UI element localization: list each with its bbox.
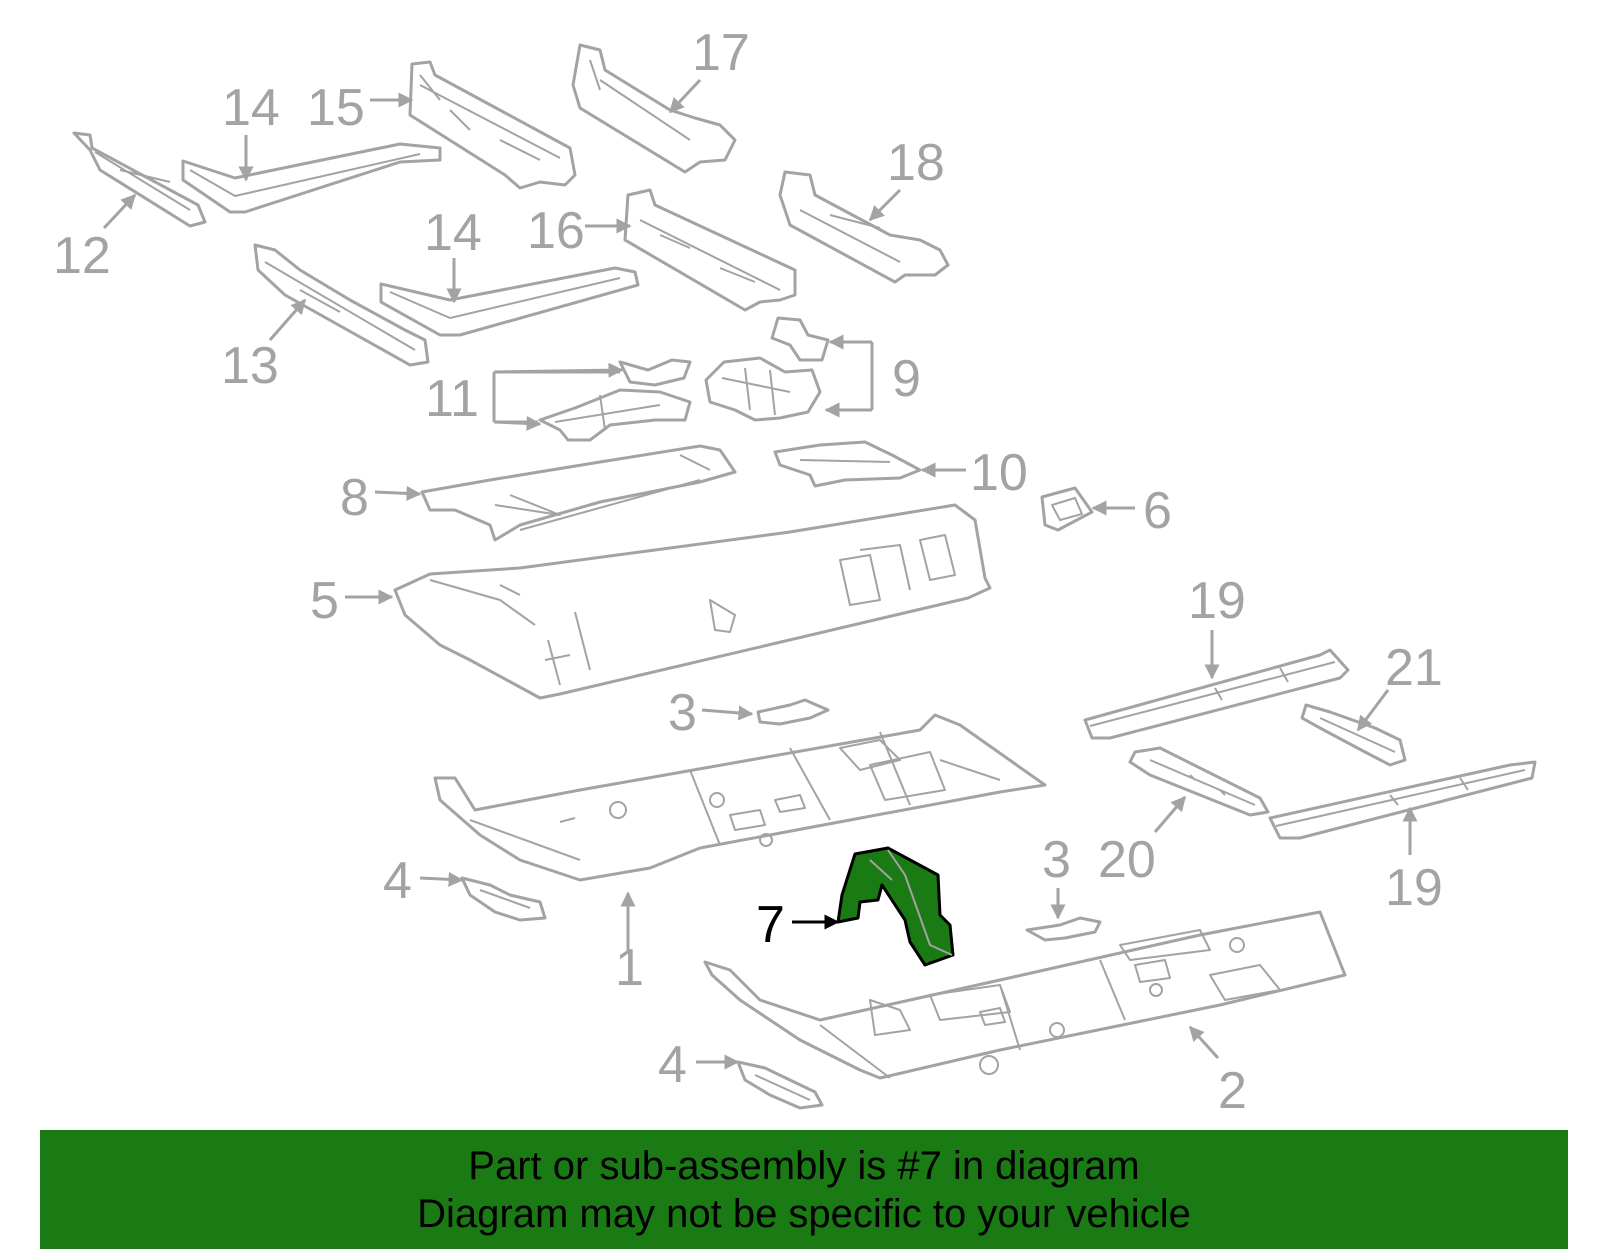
callout-1: 1 [615, 939, 644, 997]
part-18-reinforcement [778, 170, 950, 284]
leader-18 [868, 188, 902, 222]
callout-4b: 4 [658, 1036, 687, 1094]
part-7-highlighted[interactable] [836, 846, 955, 967]
part-9-upper-bracket [770, 316, 830, 362]
callout-16: 16 [527, 202, 585, 260]
part-3-lower-bracket [1025, 916, 1102, 942]
leader-3a [701, 705, 754, 721]
callout-5: 5 [310, 572, 339, 630]
part-15-crossmember [408, 60, 577, 190]
part-11-upper-bracket [618, 358, 692, 387]
leader-2 [1188, 1025, 1220, 1060]
leader-4a [419, 871, 464, 887]
part-16-crossmember [623, 188, 797, 312]
callout-2: 2 [1218, 1062, 1247, 1120]
callout-7: 7 [756, 896, 785, 954]
callout-3b: 3 [1042, 831, 1071, 889]
callout-3a: 3 [668, 684, 697, 742]
part-9-lower-bracket [704, 356, 822, 422]
leader-21 [1356, 689, 1390, 732]
part-12-rail [72, 131, 207, 228]
callout-21: 21 [1385, 639, 1443, 697]
part-8-panel [420, 444, 737, 542]
part-21-bracket [1300, 703, 1407, 767]
banner-line-disclaimer: Diagram may not be specific to your vehi… [417, 1191, 1191, 1236]
callout-6: 6 [1143, 482, 1172, 540]
part-13-rail [253, 243, 430, 367]
part-4-upper-bracket [460, 876, 547, 922]
part-20-rail [1128, 746, 1270, 817]
part-11-lower-bracket [538, 388, 692, 442]
part-14-upper-rail [181, 142, 442, 214]
part-3-upper-bracket [756, 698, 830, 726]
callout-17: 17 [692, 24, 750, 82]
callout-19b: 19 [1385, 859, 1443, 917]
callout-4a: 4 [383, 852, 412, 910]
callout-11: 11 [425, 370, 479, 428]
part-17-reinforcement [571, 43, 737, 174]
part-10-panel [773, 440, 922, 488]
callout-14b: 14 [424, 204, 482, 262]
part-1-floor-pan [433, 713, 1047, 882]
banner-line-part: Part or sub-assembly is #7 in diagram [468, 1143, 1140, 1188]
part-19-upper-sill [1083, 648, 1350, 740]
leader-9-bracket [828, 340, 874, 412]
callout-15: 15 [307, 79, 365, 137]
part-19-lower-sill [1268, 760, 1537, 840]
callout-14a: 14 [222, 79, 280, 137]
leader-lines [102, 78, 1418, 1070]
part-14-lower-rail [379, 266, 640, 337]
callout-20: 20 [1098, 831, 1156, 889]
part-6-bracket [1040, 486, 1094, 532]
leader-20 [1153, 795, 1187, 833]
leader-17 [668, 78, 702, 114]
callout-9: 9 [892, 350, 921, 408]
leader-13 [268, 298, 307, 341]
leader-11-top [493, 362, 624, 378]
part-2-rear-floor [703, 910, 1347, 1080]
leader-11-bottom [493, 415, 542, 431]
callout-8: 8 [340, 469, 369, 527]
callout-13: 13 [221, 337, 279, 395]
callout-10: 10 [970, 444, 1028, 502]
callout-labels: 1 2 3 3 4 4 5 6 7 8 9 10 11 12 13 14 14 … [53, 24, 1443, 1120]
info-banner: Part or sub-assembly is #7 in diagram Di… [40, 1130, 1568, 1249]
callout-19a: 19 [1188, 572, 1246, 630]
callout-12: 12 [53, 227, 111, 285]
leader-8 [374, 485, 422, 501]
leader-12 [102, 193, 137, 230]
part-4-lower-bracket [736, 1060, 824, 1110]
part-5-tunnel [393, 503, 992, 700]
callout-18: 18 [887, 134, 945, 192]
